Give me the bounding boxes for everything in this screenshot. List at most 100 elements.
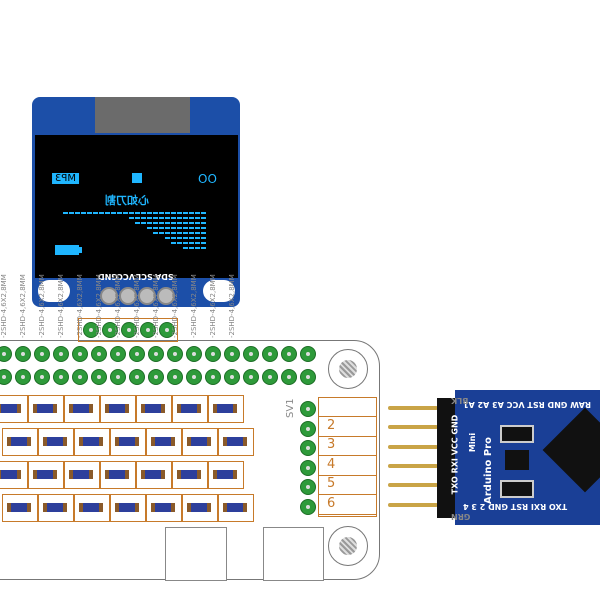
header-pin [388, 483, 438, 488]
grn-label: GRN [451, 512, 471, 521]
connector-pad [300, 479, 316, 495]
header-pad [102, 322, 118, 338]
eq-bar [159, 232, 164, 234]
eq-bar [189, 247, 194, 249]
eq-bar [201, 222, 206, 224]
arduino-name-2: Arduino Pro [482, 437, 494, 504]
header-pad [262, 369, 278, 385]
part-label: -2SHD-4,6X2,8MM [0, 274, 8, 338]
eq-bar [183, 247, 188, 249]
eq-bar [195, 222, 200, 224]
oled-mode-label: MP3 [52, 173, 80, 184]
eq-bar [81, 212, 86, 214]
resistor-footprint [208, 461, 244, 489]
header-pad [140, 322, 156, 338]
header-pin [388, 425, 438, 430]
header-pin [388, 444, 438, 449]
eq-bar [165, 232, 170, 234]
header-pad [53, 346, 69, 362]
eq-bar [195, 227, 200, 229]
part-label: -2SHD-4,6X2,8MM [57, 274, 65, 338]
eq-bar [201, 217, 206, 219]
connector-pin-label: 5 [319, 476, 376, 495]
eq-bar [171, 212, 176, 214]
eq-bar [135, 222, 140, 224]
connector-pin-label: 6 [319, 496, 376, 515]
eq-bar [159, 212, 164, 214]
battery-icon [55, 245, 79, 255]
header-pin [388, 463, 438, 468]
eq-bar [99, 212, 104, 214]
eq-bar [159, 217, 164, 219]
oled-pin [119, 287, 137, 305]
eq-bar [189, 222, 194, 224]
eq-bar [177, 222, 182, 224]
eq-bar [159, 227, 164, 229]
pause-icon [132, 173, 142, 183]
eq-bar [189, 212, 194, 214]
eq-bar [87, 212, 92, 214]
part-label: -2SHD-4,6X2,8MM [152, 274, 160, 338]
resistor-footprint [64, 395, 100, 423]
header-pad [300, 369, 316, 385]
eq-bar [141, 222, 146, 224]
header-outline [78, 318, 178, 342]
resistor-footprint [110, 494, 146, 522]
eq-bar [189, 232, 194, 234]
usb-outline [263, 527, 324, 581]
resistor-footprint [146, 428, 182, 456]
loop-icon: OO [198, 172, 217, 186]
header-pad [83, 322, 99, 338]
resistor-footprint [136, 395, 172, 423]
header-pad [300, 346, 316, 362]
eq-bar [153, 222, 158, 224]
resistor-footprint [100, 461, 136, 489]
part-label: -2SHD-4,6X2,8MM [114, 274, 122, 338]
eq-bar [171, 222, 176, 224]
eq-bar [147, 217, 152, 219]
header-pad [53, 369, 69, 385]
header-pad [205, 346, 221, 362]
microcontroller [542, 407, 600, 493]
header-pin [388, 502, 438, 507]
header-pad [129, 369, 145, 385]
resistor-footprint [74, 428, 110, 456]
eq-bar [63, 212, 68, 214]
eq-bar [189, 217, 194, 219]
eq-bar [135, 217, 140, 219]
part-label: -2SHD-4,6X2,8MM [171, 274, 179, 338]
eq-bar [195, 232, 200, 234]
resistor-footprint [100, 395, 136, 423]
eq-bar [183, 222, 188, 224]
connector-pin-label: 4 [319, 457, 376, 476]
resistor-footprint [182, 494, 218, 522]
eq-bar [117, 212, 122, 214]
header-pad [0, 369, 12, 385]
eq-bar [165, 222, 170, 224]
eq-bar [183, 232, 188, 234]
resistor-footprint [0, 395, 28, 423]
eq-bar [183, 242, 188, 244]
resistor-footprint [74, 494, 110, 522]
connector-pad [300, 498, 316, 515]
eq-bar [171, 227, 176, 229]
component-outline [165, 527, 227, 581]
eq-bar [189, 237, 194, 239]
mount-hole [203, 280, 235, 302]
header-pad [224, 346, 240, 362]
connector-pin-label: 3 [319, 437, 376, 456]
header-pad [91, 369, 107, 385]
eq-bar [201, 237, 206, 239]
header-pad [262, 346, 278, 362]
oled-song-title: 心如刀割 [105, 194, 149, 207]
eq-bar [183, 237, 188, 239]
eq-bar [147, 212, 152, 214]
eq-bar [195, 242, 200, 244]
arduino-pro-mini: RAW GND RST VCC A3 A2 A1 TXO RXI VCC GND… [450, 390, 600, 525]
resistor-footprint [208, 395, 244, 423]
eq-bar [75, 212, 80, 214]
eq-bar [147, 227, 152, 229]
blk-label: BLK [451, 396, 469, 405]
eq-bar [195, 247, 200, 249]
